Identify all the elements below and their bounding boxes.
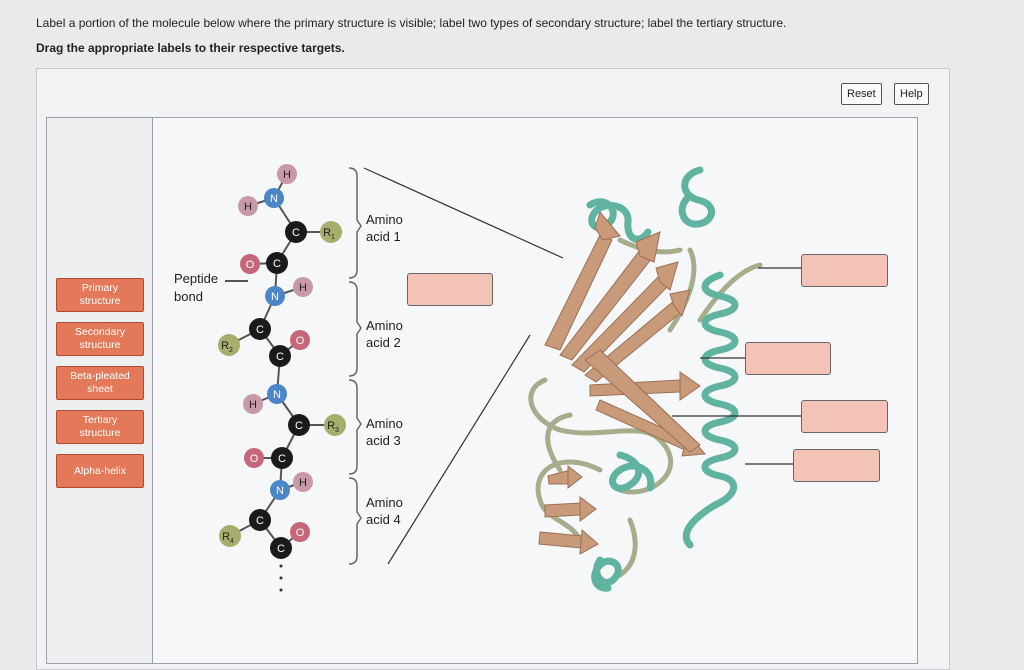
molecule-diagram: H H N C R1 O C N H C R2 O C H N C R3 O C… [174, 164, 802, 592]
amino-acid-3-label: acid 3 [366, 433, 401, 448]
amino-acid-brackets [348, 167, 362, 565]
atom-label: N [270, 193, 278, 205]
drop-target-secondary-1[interactable] [745, 342, 831, 375]
oxygen-atom: O [240, 254, 260, 274]
label-text: structure [79, 295, 121, 307]
r-group-4: R4 [219, 525, 241, 547]
oxygen-atom: O [290, 330, 310, 350]
instruction-drag-text: Drag the appropriate labels to their res… [36, 41, 345, 55]
atom-label: O [246, 259, 255, 271]
label-text: Tertiary [82, 414, 118, 426]
drop-target-secondary-3[interactable] [793, 449, 880, 482]
nitrogen-atom: N [264, 188, 284, 208]
atom-label: N [273, 389, 281, 401]
help-button[interactable]: Help [894, 83, 929, 105]
nitrogen-atom: N [267, 384, 287, 404]
atom-label: C [256, 324, 264, 336]
chain-continuation-dots [279, 564, 283, 592]
label-text: Alpha-helix [74, 464, 126, 477]
zoom-lines [363, 167, 564, 565]
r-group-label: R1 [323, 227, 335, 241]
carbon-atom: C [269, 345, 291, 367]
carbon-atom: C [266, 252, 288, 274]
label-alpha-helix[interactable]: Alpha-helix [56, 454, 144, 488]
drop-target-tertiary[interactable] [801, 254, 888, 287]
atom-label: O [250, 453, 259, 465]
oxygen-atom: O [244, 448, 264, 468]
amino-acid-1-label: acid 1 [366, 229, 401, 244]
amino-acid-1-label: Amino [366, 212, 403, 227]
label-text: sheet [87, 383, 113, 395]
label-text: Secondary [74, 326, 126, 338]
label-text: Primary [81, 282, 119, 294]
label-text: structure [79, 339, 121, 351]
atom-label: C [295, 420, 303, 432]
r-group-label: R4 [222, 531, 234, 545]
atom-label: N [271, 291, 279, 303]
atom-label: C [292, 227, 300, 239]
hydrogen-atom: H [293, 472, 313, 492]
carbon-atom: C [249, 318, 271, 340]
reset-button[interactable]: Reset [841, 83, 882, 105]
amino-acid-4-label: Amino [366, 495, 403, 510]
r-group-label: R3 [327, 420, 339, 434]
nitrogen-atom: N [265, 286, 285, 306]
atom-label: H [283, 169, 291, 181]
carbon-atom: C [270, 537, 292, 559]
atom-label: C [277, 543, 285, 555]
hydrogen-atom: H [238, 196, 258, 216]
atom-label: C [273, 258, 281, 270]
r-group-2: R2 [218, 334, 240, 356]
instruction-text: Label a portion of the molecule below wh… [36, 16, 787, 30]
r-group-1: R1 [320, 221, 342, 243]
atom-label: C [278, 453, 286, 465]
nitrogen-atom: N [270, 480, 290, 500]
peptide-bond-label: bond [174, 289, 203, 304]
drop-target-primary[interactable] [407, 273, 493, 306]
carbon-atom: C [288, 414, 310, 436]
carbon-atom: C [249, 509, 271, 531]
peptide-bond-label: Peptide [174, 271, 218, 286]
protein-ribbon [528, 166, 763, 592]
atom-label: H [249, 399, 257, 411]
hydrogen-atom: H [293, 277, 313, 297]
atom-label: H [299, 282, 307, 294]
r-group-label: R2 [221, 340, 233, 354]
hydrogen-atom: H [243, 394, 263, 414]
atom-label: N [276, 485, 284, 497]
hydrogen-atom: H [277, 164, 297, 184]
amino-acid-3-label: Amino [366, 416, 403, 431]
label-text: structure [79, 427, 121, 439]
label-text: Beta-pleated [70, 370, 130, 382]
r-group-3: R3 [324, 414, 346, 436]
atom-label: H [299, 477, 307, 489]
atom-label: H [244, 201, 252, 213]
atom-label: C [256, 515, 264, 527]
oxygen-atom: O [290, 522, 310, 542]
atom-label: C [276, 351, 284, 363]
drop-target-secondary-2[interactable] [801, 400, 888, 433]
atom-label: O [296, 527, 305, 539]
amino-acid-4-label: acid 4 [366, 512, 401, 527]
carbon-atom: C [271, 447, 293, 469]
amino-acid-2-label: Amino [366, 318, 403, 333]
atom-label: O [296, 335, 305, 347]
carbon-atom: C [285, 221, 307, 243]
target-leader-lines [672, 267, 802, 465]
amino-acid-2-label: acid 2 [366, 335, 401, 350]
